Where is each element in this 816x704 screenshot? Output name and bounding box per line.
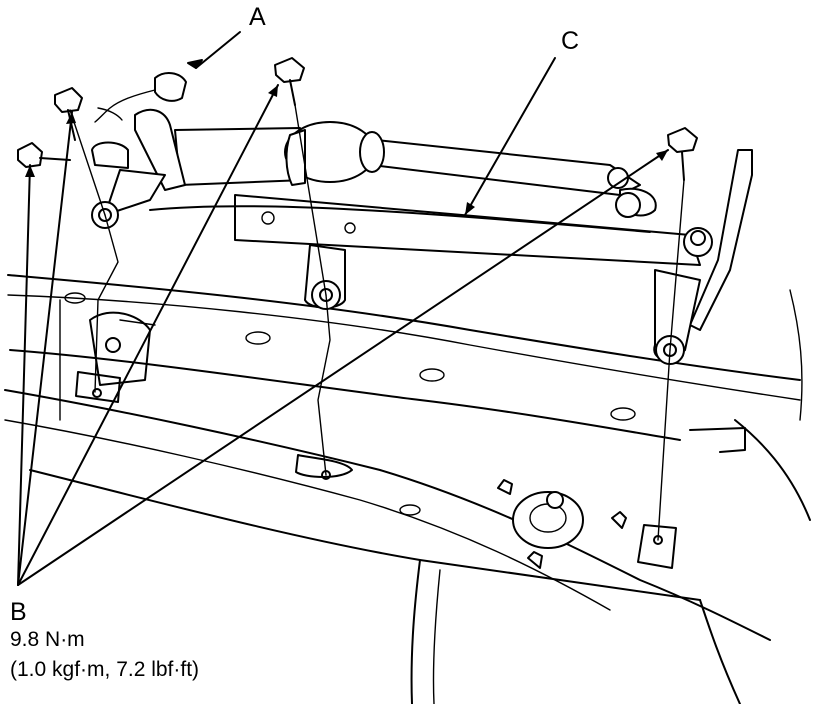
torque-spec-alternate: (1.0 kgf·m, 7.2 lbf·ft) [10,658,200,681]
leader-lines [69,104,685,541]
cowl-panel [4,274,811,704]
callout-c-leader [464,57,556,216]
mount-grommet-center [304,244,346,310]
torque-spec-metric: 9.8 N·m [10,628,85,651]
callout-label-a: A [249,3,266,31]
callout-label-c: C [561,27,580,55]
bolt-b-4 [667,127,698,181]
wiper-linkage-assembly [91,108,753,365]
callout-label-b: B [10,598,27,626]
bolt-b-2 [17,142,71,168]
connector-a [94,31,241,123]
callout-b-leaders [17,84,669,586]
bolt-b-3 [274,57,305,106]
